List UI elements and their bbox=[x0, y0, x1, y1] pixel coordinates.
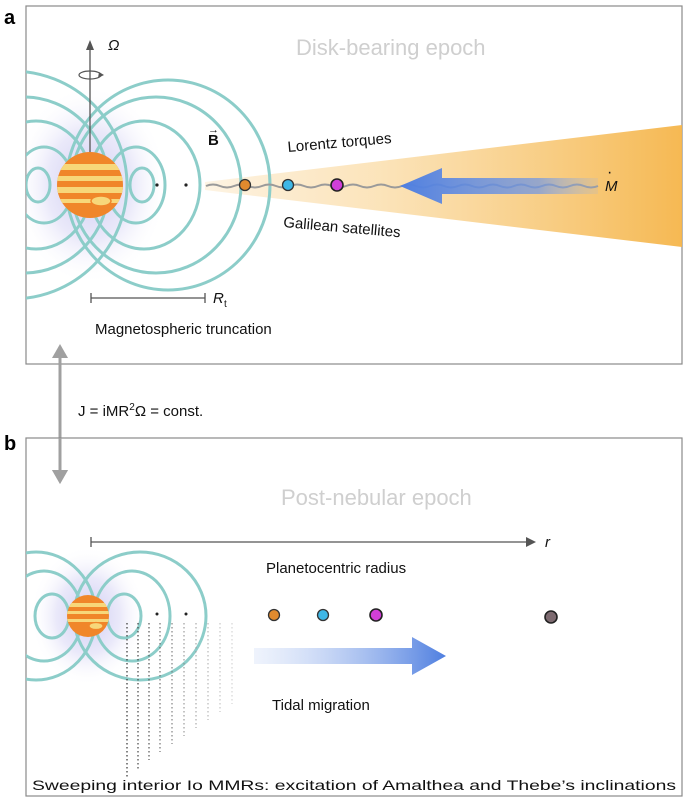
omega-label: Ω bbox=[108, 37, 119, 54]
europa-satellite-a bbox=[281, 178, 295, 192]
io-satellite-a bbox=[238, 178, 252, 192]
panel-a-letter: a bbox=[4, 7, 16, 29]
inner-moon-dot-b2 bbox=[184, 612, 188, 616]
inner-moon-dot-b1 bbox=[155, 612, 159, 616]
r-label: r bbox=[545, 534, 551, 551]
panel-b-epoch-label: Post-nebular epoch bbox=[281, 485, 472, 510]
link-arrowhead-top bbox=[52, 344, 68, 358]
mdot-dot: · bbox=[607, 164, 612, 181]
inner-moon-dot-1 bbox=[155, 183, 159, 187]
tidal-migration-arrow bbox=[254, 637, 446, 675]
ganymede-satellite-a bbox=[330, 178, 344, 192]
panel-b-letter: b bbox=[4, 433, 16, 455]
mmr-resonance-lines bbox=[126, 623, 233, 778]
inner-moon-dot-2 bbox=[184, 183, 188, 187]
inflow-arrow bbox=[400, 168, 598, 204]
io-satellite-b bbox=[267, 608, 281, 622]
rotation-axis-arrowhead bbox=[86, 40, 94, 50]
planetocentric-radius-label: Planetocentric radius bbox=[266, 560, 406, 577]
jupiter-planet-b bbox=[67, 595, 109, 637]
angular-momentum-equation: J = iMR2Ω = const. bbox=[78, 402, 203, 420]
panel-b-frame bbox=[25, 437, 683, 797]
b-field-label: B bbox=[208, 132, 219, 149]
europa-satellite-b bbox=[316, 608, 330, 622]
radius-axis-arrowhead bbox=[526, 537, 536, 547]
mdot-label: M bbox=[605, 178, 618, 195]
ganymede-satellite-b bbox=[369, 608, 383, 622]
b-field-vector-arrow: → bbox=[208, 124, 219, 136]
link-arrowhead-bottom-overlay bbox=[52, 470, 68, 484]
tidal-migration-label: Tidal migration bbox=[272, 697, 370, 714]
rt-subscript: t bbox=[224, 299, 227, 310]
rotation-loop-arrowhead bbox=[98, 72, 104, 78]
panel-a-epoch-label: Disk-bearing epoch bbox=[296, 35, 486, 60]
jupiter-planet-a bbox=[57, 152, 123, 218]
callisto-satellite-b bbox=[544, 610, 558, 624]
mmr-footer-label: Sweeping interior Io MMRs: excitation of… bbox=[32, 777, 676, 793]
rt-label: R bbox=[213, 290, 224, 307]
truncation-label: Magnetospheric truncation bbox=[95, 321, 272, 338]
